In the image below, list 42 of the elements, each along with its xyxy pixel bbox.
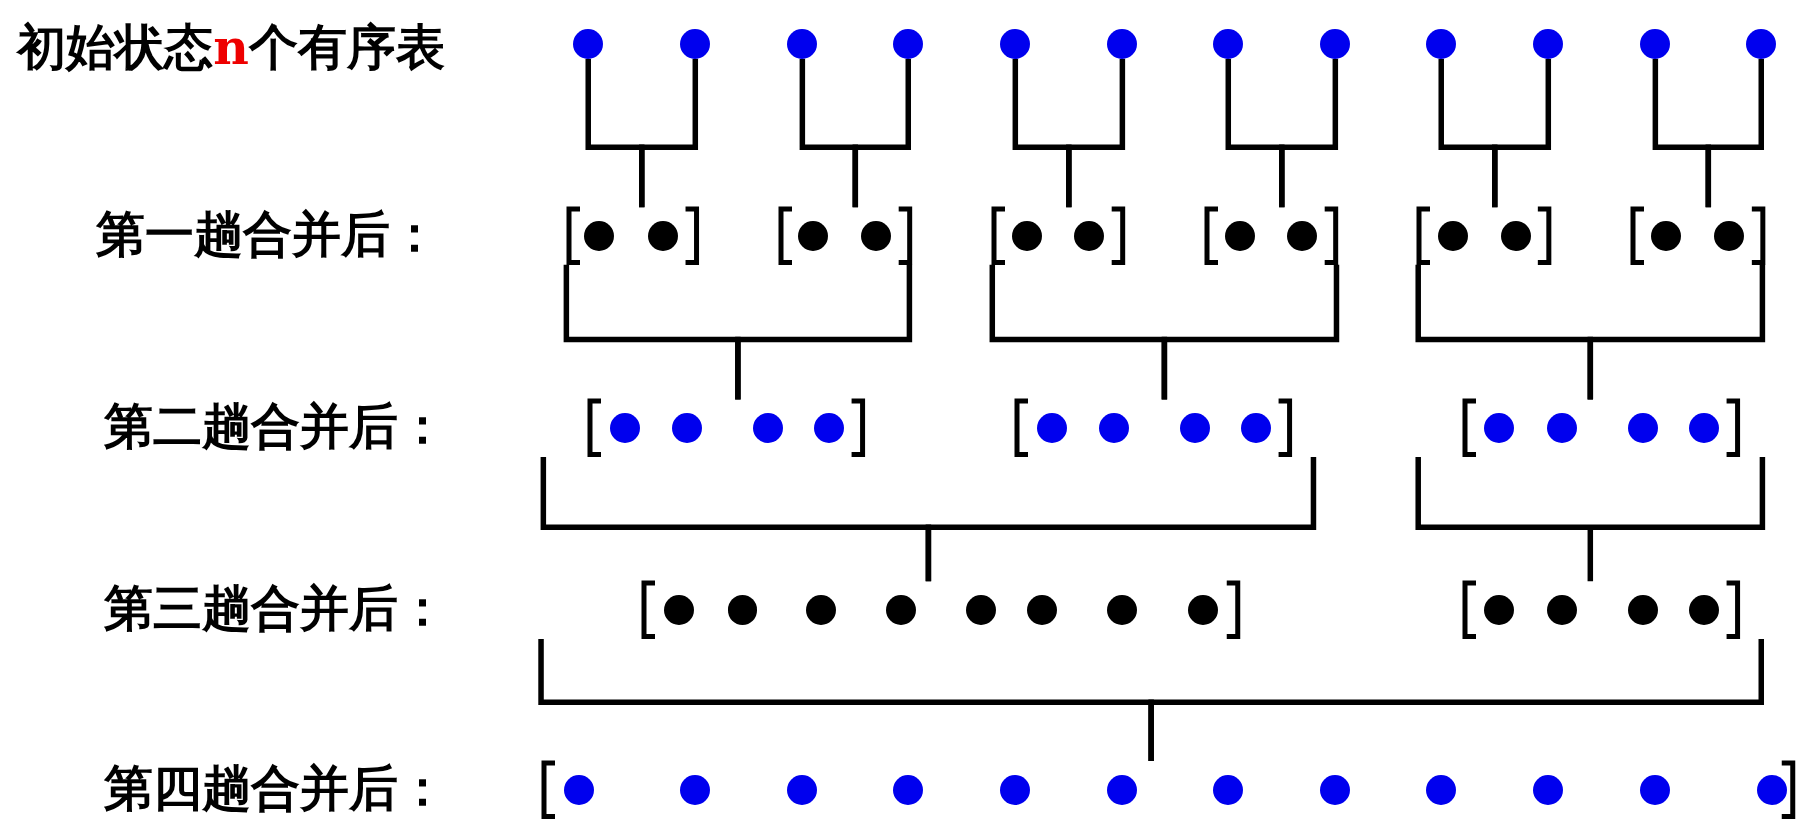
merge-bracket [1066, 58, 1126, 208]
dot [573, 28, 604, 59]
row-label: 第一趟合并后： [95, 210, 439, 259]
merge-bracket [735, 264, 913, 400]
title-text: 初始状态 [17, 19, 214, 76]
row-label: 第三趟合并后： [103, 584, 447, 634]
dot [787, 28, 818, 59]
row-label: 第二趟合并后： [103, 402, 447, 452]
merge-bracket [1492, 58, 1552, 208]
bracketed-list [1014, 399, 1293, 457]
merge-bracket [1705, 58, 1764, 208]
merge-bracket [925, 457, 1317, 582]
title-text: 个有序表 [248, 19, 445, 76]
merge-bracket [1279, 58, 1339, 208]
dot [680, 28, 711, 59]
variable-name: n [213, 18, 249, 76]
merge-bracket [639, 58, 699, 208]
dot [1533, 28, 1564, 59]
bracketed-list [1461, 581, 1741, 639]
merge-bracket [1161, 264, 1340, 400]
bracketed-list [641, 581, 1241, 639]
row-label: 第四趟合并后： [103, 763, 447, 813]
dot [1107, 28, 1138, 59]
bracketed-list [566, 207, 700, 265]
dot [893, 28, 924, 59]
bracketed-list [778, 207, 913, 265]
bracketed-list [1461, 399, 1741, 457]
dot [1000, 28, 1031, 59]
bracketed-list [541, 760, 1796, 819]
bracketed-list [587, 399, 866, 457]
dot [1746, 28, 1777, 59]
dot [1213, 28, 1244, 59]
dot [1320, 28, 1351, 59]
bracketed-list [1630, 207, 1766, 265]
bracketed-list [991, 207, 1126, 265]
bracketed-list [1415, 207, 1552, 265]
merge-bracket [1587, 264, 1766, 400]
dot [1426, 28, 1457, 59]
dot [1640, 28, 1671, 59]
merge-bracket [1148, 638, 1764, 761]
merge-bracket [852, 58, 911, 208]
bracketed-list [1204, 207, 1339, 265]
